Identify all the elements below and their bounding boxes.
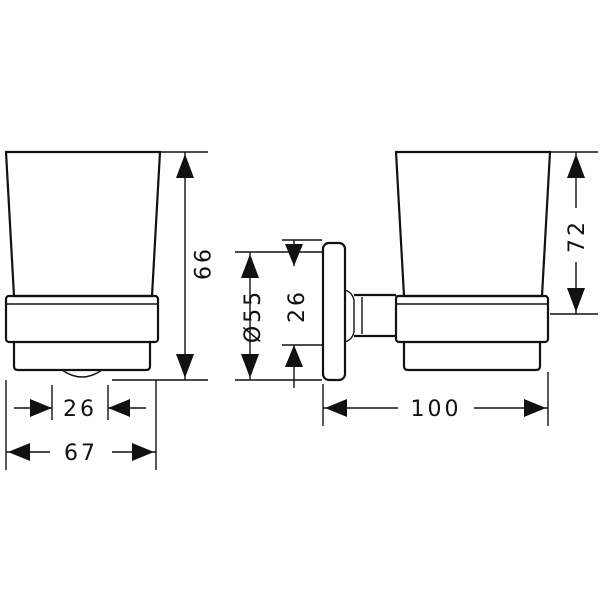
front-base: [12, 342, 152, 372]
dim-26-base: 26: [63, 397, 97, 422]
side-view: 72 100: [321, 150, 598, 426]
dim-diameter-55: Ø55: [241, 289, 266, 343]
front-view: 99 26 67: [4, 150, 213, 470]
side-base: [402, 342, 542, 372]
dim-99: 99: [188, 249, 213, 283]
dim-72: 72: [565, 219, 590, 253]
front-holder-ring: [4, 294, 160, 344]
side-holder-ring: [394, 294, 550, 344]
dim-26-rosette: 26: [285, 289, 310, 323]
dim-67: 67: [64, 441, 98, 466]
dim-100: 100: [411, 397, 462, 422]
side-rosette: [321, 241, 347, 382]
rosette-dimensions: Ø55 26: [235, 239, 322, 388]
side-glass-outline: [394, 150, 552, 298]
front-glass-bottom: [61, 369, 103, 378]
front-glass-outline: [4, 150, 162, 298]
